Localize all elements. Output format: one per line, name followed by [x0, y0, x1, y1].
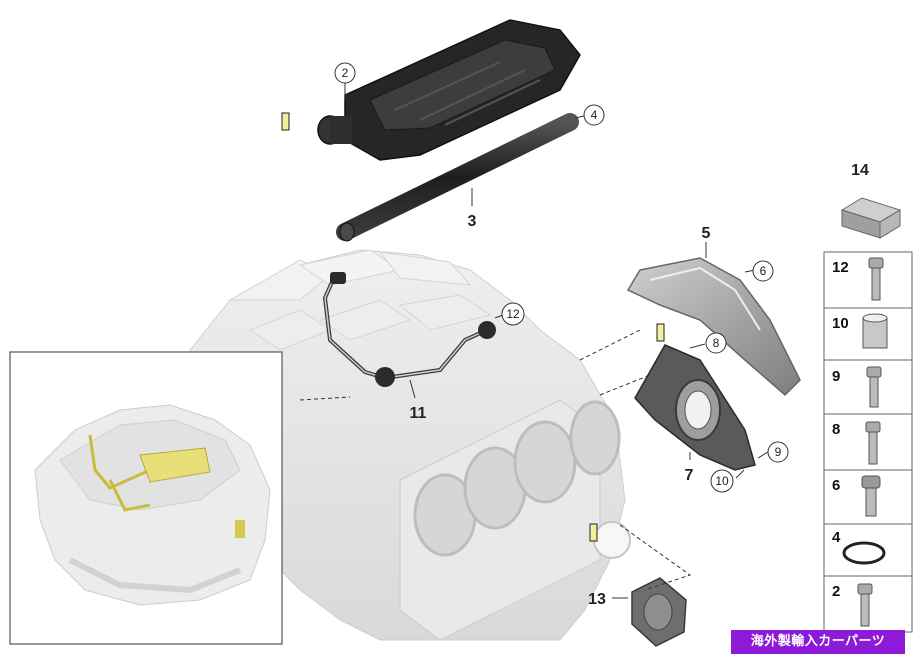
bolt-icon — [868, 257, 884, 301]
part-label-11: 11 — [410, 405, 427, 422]
repair-kit-icon — [840, 197, 902, 239]
callout-12: 12 — [501, 302, 525, 326]
yellow-marker — [281, 112, 290, 131]
part-label-3: 3 — [468, 213, 477, 230]
callout-4: 4 — [583, 104, 605, 126]
callout-label: 12 — [506, 307, 520, 321]
callout-9: 9 — [767, 441, 789, 463]
sidebar-label: 10 — [832, 315, 849, 332]
part-label-5: 5 — [702, 225, 711, 242]
hose-part — [336, 113, 579, 242]
small-parts-sidebar — [823, 251, 913, 633]
bushing-icon — [862, 313, 888, 349]
part-label-13: 13 — [588, 591, 606, 608]
bolt-icon — [861, 475, 881, 517]
sidebar-label: 8 — [832, 421, 840, 438]
inset-overview — [9, 351, 283, 645]
bolt-icon — [866, 366, 882, 408]
cover-plate-part — [631, 577, 687, 647]
sidebar-label: 9 — [832, 368, 840, 385]
watermark-banner: 海外製輸入カーパーツ — [731, 630, 905, 654]
callout-label: 2 — [342, 66, 349, 80]
callout-label: 4 — [591, 108, 598, 122]
callout-2: 2 — [334, 62, 356, 84]
callout-label: 10 — [715, 474, 729, 488]
callout-6: 6 — [752, 260, 774, 282]
part-label-14: 14 — [851, 162, 869, 179]
seal-carrier-part — [634, 344, 756, 471]
callout-10: 10 — [710, 469, 734, 493]
engine-block — [189, 249, 631, 641]
cylinder-bore — [569, 400, 621, 476]
sidebar-label: 4 — [832, 529, 841, 546]
leader-lines — [299, 82, 769, 599]
callout-8: 8 — [705, 332, 727, 354]
part-label-7: 7 — [685, 467, 694, 484]
callout-label: 8 — [713, 336, 720, 350]
sensor-wire-part — [322, 272, 496, 387]
callout-label: 6 — [760, 264, 767, 278]
o-ring-icon — [842, 541, 886, 565]
oil-tray-part — [317, 19, 581, 161]
bolt-icon — [865, 421, 881, 465]
reference-markers — [281, 112, 665, 542]
sidebar-label: 6 — [832, 477, 840, 494]
bolt-icon — [857, 583, 873, 627]
sidebar-label: 2 — [832, 583, 840, 600]
callout-label: 9 — [775, 445, 782, 459]
sidebar-label: 12 — [832, 259, 849, 276]
yellow-marker — [656, 323, 665, 342]
yellow-marker — [589, 523, 598, 542]
cylinder-bore — [513, 420, 577, 504]
front-cover-part — [626, 257, 801, 397]
